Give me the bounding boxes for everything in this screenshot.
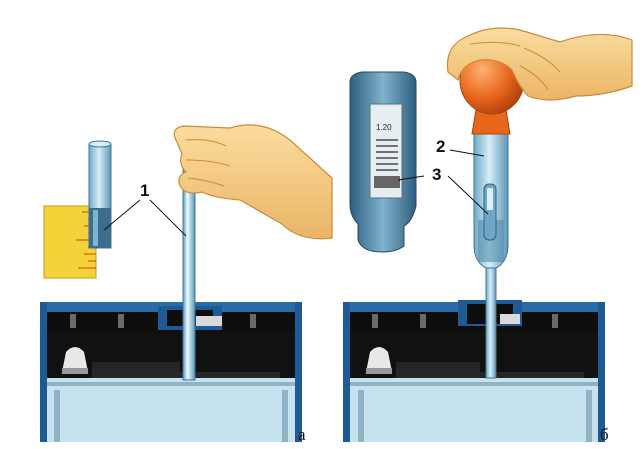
panel-letter-b: б	[600, 425, 609, 444]
callout-leader-3	[447, 175, 489, 215]
callout-1: 1	[140, 181, 149, 200]
callout-leader-2	[449, 149, 485, 157]
battery-icon	[40, 302, 302, 442]
callout-2: 2	[436, 137, 445, 156]
hydrometer-detail: 1.20	[349, 71, 417, 253]
battery-icon	[343, 300, 605, 442]
callout-leader-1b	[149, 199, 187, 237]
glass-tube-icon	[182, 149, 196, 381]
panel-b: 1.20 2 3 б	[343, 27, 633, 444]
panel-a: 1 а	[40, 124, 333, 444]
panel-letter-a: а	[298, 425, 306, 444]
callout-3: 3	[432, 165, 441, 184]
tube-detail	[88, 140, 112, 249]
scale-reading: 1.20	[376, 123, 392, 132]
callout-leader-1	[103, 199, 141, 231]
ruler-icon	[43, 205, 97, 279]
hydrometer-icon	[459, 45, 525, 379]
callout-leader-3b	[397, 175, 425, 181]
hand-icon	[446, 27, 633, 101]
hand-icon	[173, 124, 333, 240]
